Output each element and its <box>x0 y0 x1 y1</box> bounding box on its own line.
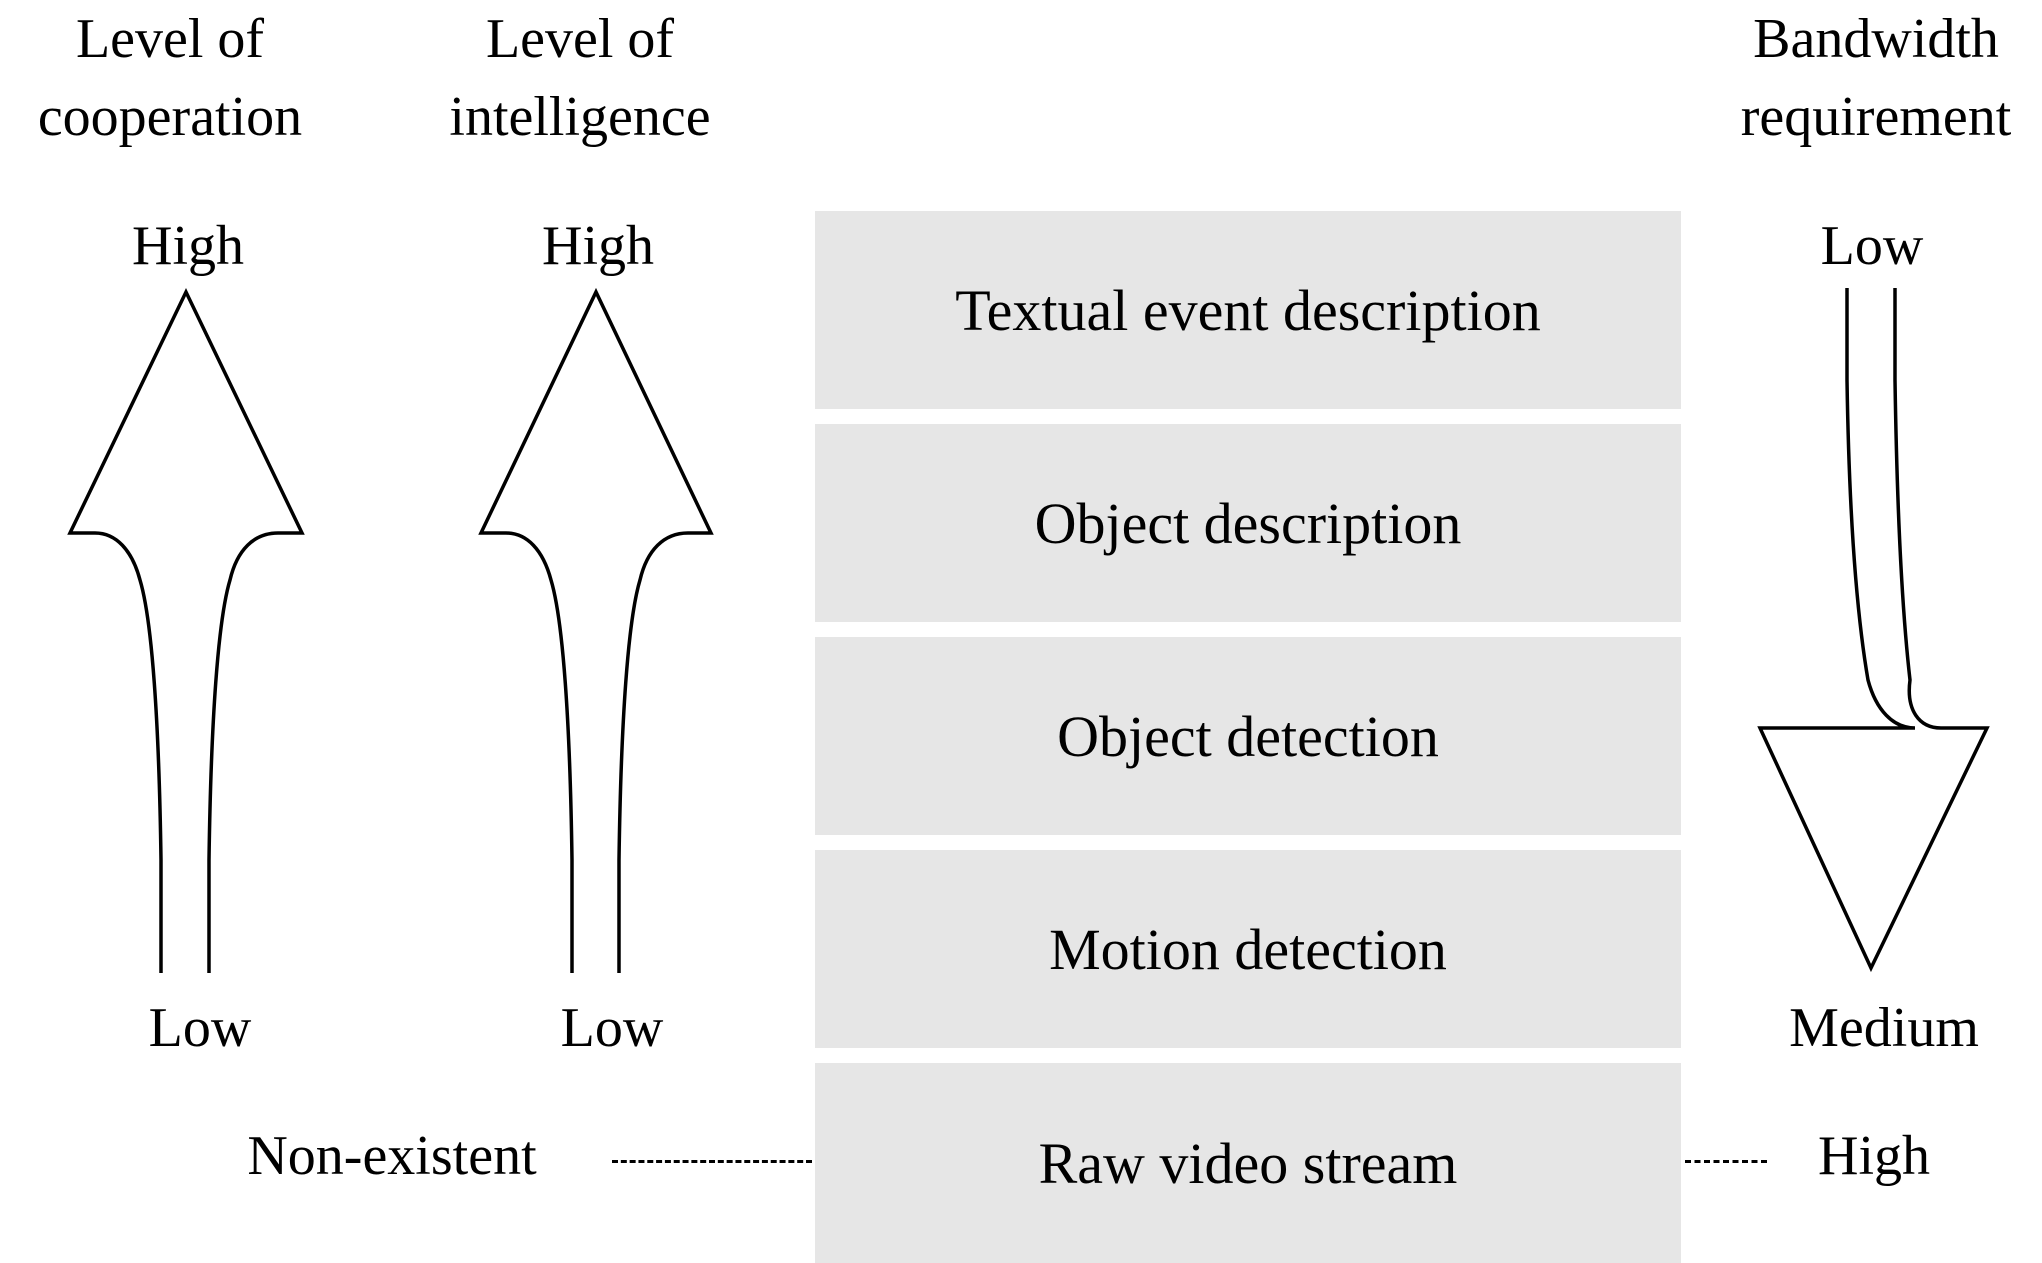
level-raw-video-stream: Raw video stream <box>815 1063 1681 1263</box>
bandwidth-down-arrow <box>1757 288 1990 973</box>
intelligence-high-label: High <box>542 215 654 277</box>
raw-high-label: High <box>1818 1125 1930 1187</box>
cooperation-high-label: High <box>132 215 244 277</box>
right-dashed-connector <box>1685 1160 1767 1163</box>
intelligence-up-arrow <box>478 287 714 973</box>
level-object-description: Object description <box>815 424 1681 622</box>
intelligence-low-label: Low <box>560 997 664 1059</box>
non-existent-label: Non-existent <box>247 1125 537 1187</box>
left-dashed-connector <box>612 1160 812 1163</box>
header-cooperation-line-2: cooperation <box>37 86 303 148</box>
header-intelligence-line-2: intelligence <box>449 86 711 148</box>
header-intelligence-line-1: Level of <box>485 8 675 70</box>
header-level-of-intelligence: Level of intelligence <box>449 0 710 156</box>
cooperation-up-arrow <box>67 287 305 973</box>
header-bandwidth-requirement: Bandwidth requirement <box>1741 0 2012 156</box>
level-object-detection: Object detection <box>815 637 1681 835</box>
header-cooperation-line-1: Level of <box>75 8 265 70</box>
cooperation-low-label: Low <box>148 997 252 1059</box>
level-textual-event-description: Textual event description <box>815 211 1681 409</box>
bandwidth-medium-label: Medium <box>1789 997 1979 1059</box>
header-level-of-cooperation: Level of cooperation <box>38 0 302 156</box>
header-bandwidth-line-1: Bandwidth <box>1753 8 1999 70</box>
header-bandwidth-line-2: requirement <box>1740 86 2012 148</box>
bandwidth-low-label: Low <box>1820 215 1924 277</box>
level-motion-detection: Motion detection <box>815 850 1681 1048</box>
